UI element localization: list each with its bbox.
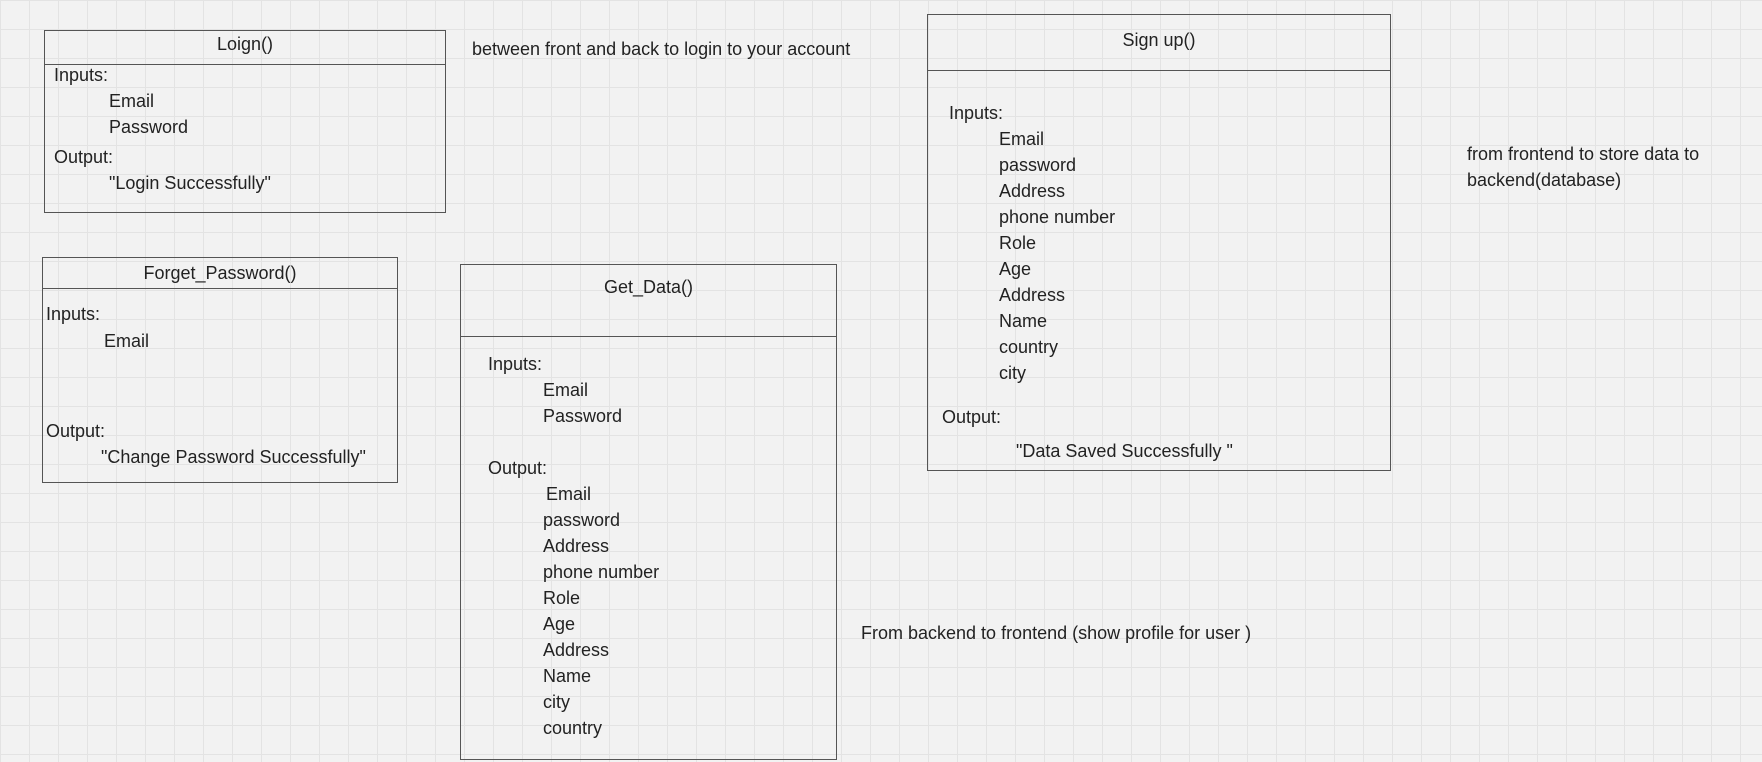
forget-password-inputs-label: Inputs: <box>46 304 101 324</box>
get-data-output-item: Role <box>543 588 581 608</box>
sign-up-title: Sign up() <box>928 15 1390 71</box>
get-data-input-item: Password <box>543 406 623 426</box>
forget-password-box: Forget_Password() <box>42 257 398 483</box>
get-data-output-item: password <box>543 510 621 530</box>
get-data-inputs: Email Password <box>543 377 622 429</box>
sign-up-input-item: Name <box>999 311 1048 331</box>
get-data-output-item: Name <box>543 666 592 686</box>
sign-up-input-item: Email <box>999 129 1045 149</box>
get-data-output-item: phone number <box>543 562 660 582</box>
get-data-outputs: Email password Address phone number Role… <box>543 481 659 741</box>
login-note: between front and back to login to your … <box>472 39 851 59</box>
get-data-output-item: Address <box>543 640 610 660</box>
forget-password-output-label: Output: <box>46 421 106 441</box>
forget-password-output-value: "Change Password Successfully" <box>101 447 366 467</box>
forget-password-inputs: Email <box>104 328 149 354</box>
sign-up-input-item: Age <box>999 259 1032 279</box>
sign-up-box: Sign up() <box>927 14 1391 471</box>
login-input-item: Email <box>109 91 155 111</box>
sign-up-input-item: country <box>999 337 1059 357</box>
sign-up-input-item: Role <box>999 233 1037 253</box>
sign-up-input-item: Address <box>999 181 1066 201</box>
login-title: Loign() <box>45 31 445 65</box>
forget-password-input-item: Email <box>104 331 150 351</box>
get-data-box: Get_Data() <box>460 264 837 760</box>
sign-up-output-label: Output: <box>942 407 1002 427</box>
sign-up-input-item: Address <box>999 285 1066 305</box>
get-data-output-label: Output: <box>488 458 548 478</box>
get-data-note: From backend to frontend (show profile f… <box>861 623 1252 643</box>
get-data-inputs-label: Inputs: <box>488 354 543 374</box>
login-inputs-label: Inputs: <box>54 65 109 85</box>
sign-up-input-item: city <box>999 363 1026 383</box>
login-output-value: "Login Successfully" <box>109 173 271 193</box>
login-inputs: Email Password <box>109 88 188 140</box>
get-data-output-item: city <box>543 692 570 712</box>
sign-up-inputs-label: Inputs: <box>949 103 1004 123</box>
login-input-item: Password <box>109 117 189 137</box>
login-output-label: Output: <box>54 147 114 167</box>
get-data-output-item: Email <box>546 484 592 504</box>
get-data-output-item: country <box>543 718 603 738</box>
sign-up-output-value: "Data Saved Successfully " <box>1016 441 1233 461</box>
forget-password-title: Forget_Password() <box>43 258 397 289</box>
get-data-input-item: Email <box>543 380 589 400</box>
sign-up-input-item: password <box>999 155 1077 175</box>
get-data-output-item: Address <box>543 536 610 556</box>
sign-up-note-line: from frontend to store data to <box>1467 144 1700 164</box>
sign-up-note-line: backend(database) <box>1467 170 1622 190</box>
login-box: Loign() <box>44 30 446 213</box>
sign-up-note: from frontend to store data to backend(d… <box>1467 141 1699 193</box>
get-data-title: Get_Data() <box>461 265 836 337</box>
sign-up-inputs: Email password Address phone number Role… <box>999 126 1115 386</box>
sign-up-input-item: phone number <box>999 207 1116 227</box>
get-data-output-item: Age <box>543 614 576 634</box>
